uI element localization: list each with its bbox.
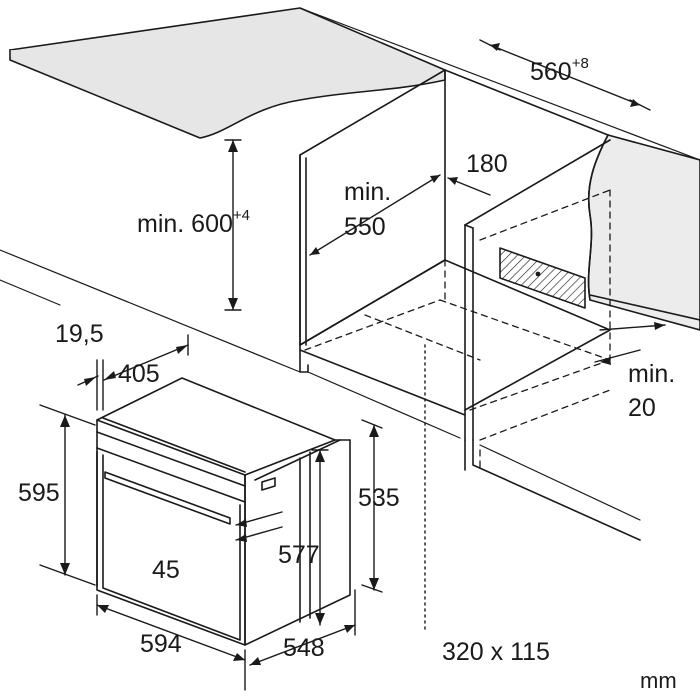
label-oven-body-height: 577 [278,541,320,569]
label-min-depth-word: min. [344,178,392,206]
label-oven-body-depth: 548 [283,634,325,662]
label-min-gap-value: 20 [628,394,656,422]
vent-opening [499,247,586,309]
label-width-recess: 560+8 [530,56,589,86]
hidden-lines [304,189,611,471]
width-recess-value: 560 [530,58,572,86]
min-height-tolerance: +4 [232,207,250,224]
label-unit: mm [640,668,677,693]
label-vent-opening: 320 x 115 [442,638,550,666]
label-min-height: min. 600+4 [137,208,250,238]
oven [96,377,351,646]
label-oven-height: 595 [18,479,60,507]
worktop [9,7,446,139]
label-oven-depth-body: 405 [118,360,160,388]
label-oven-width: 594 [140,630,182,658]
label-min-depth-value: 550 [344,213,386,241]
min-height-value: min. 600 [137,210,233,238]
label-rear-gap: 180 [466,150,508,178]
label-min-gap-word: min. [628,360,676,388]
arrowheads [60,43,665,665]
width-recess-tolerance: +8 [571,55,589,72]
label-handle-gap: 45 [152,556,180,584]
cabinet [0,69,641,541]
label-front-offset: 19,5 [55,320,104,348]
label-oven-inner-height: 535 [358,484,400,512]
right-wall [299,7,700,331]
